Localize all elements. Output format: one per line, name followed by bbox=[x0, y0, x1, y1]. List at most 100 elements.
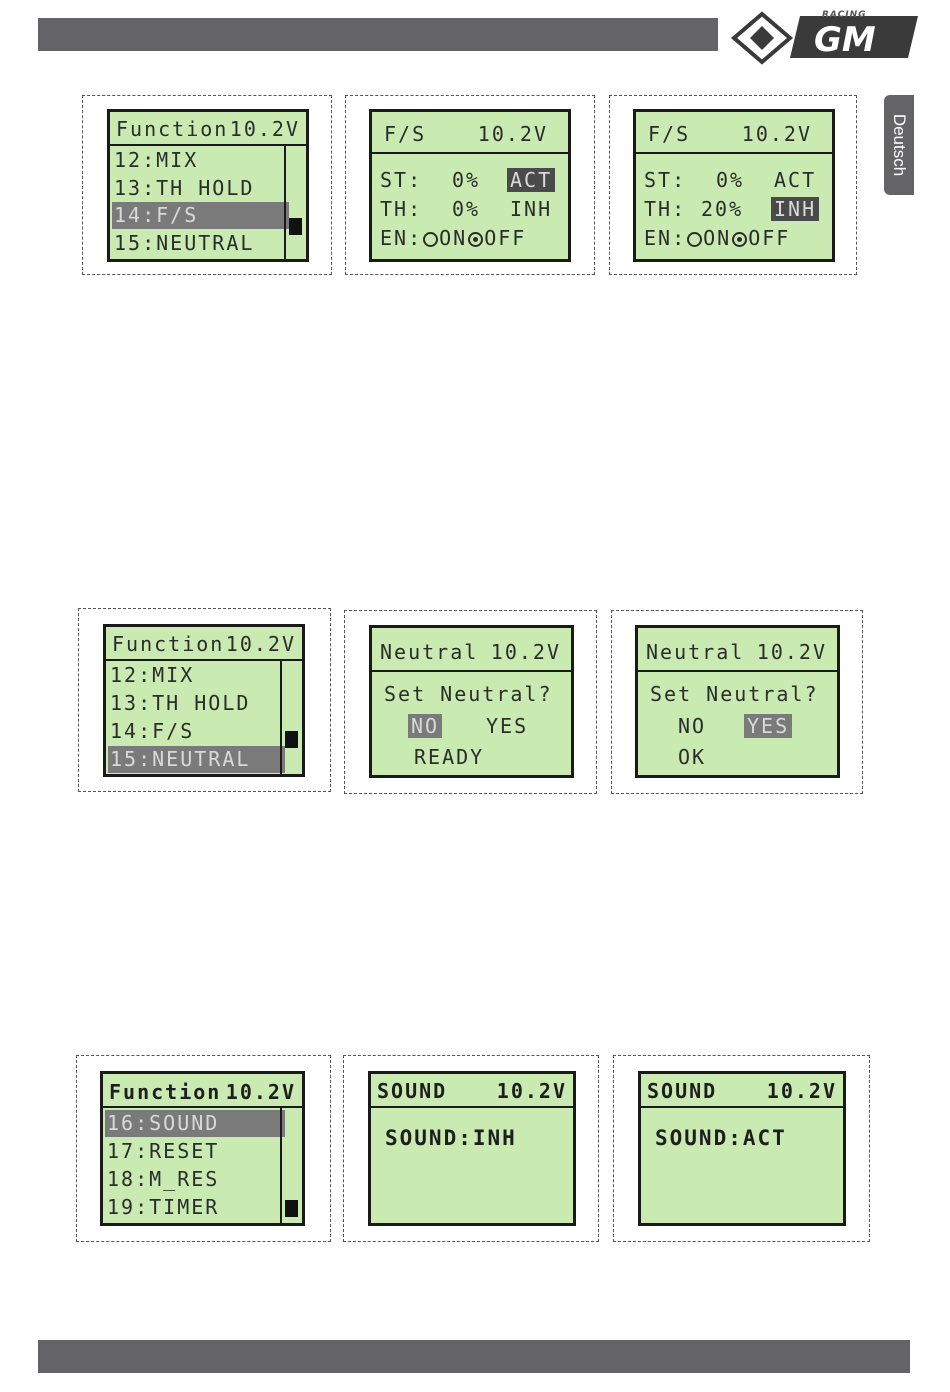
neutral-screen-a: Neutral 10.2V Set Neutral? NO YES READY bbox=[369, 625, 574, 778]
header-bar bbox=[38, 18, 718, 51]
fs-screen-a: F/S 10.2V ST: 0% ACT TH: 0% INH EN: ON OFF bbox=[369, 109, 571, 262]
menu-item[interactable]: 19:TIMER bbox=[107, 1195, 220, 1219]
th-state-value[interactable]: INH bbox=[771, 197, 820, 221]
yes-option[interactable]: YES bbox=[744, 714, 793, 738]
st-state[interactable]: ACT bbox=[774, 168, 817, 192]
th-value[interactable]: 0% bbox=[452, 197, 481, 221]
menu-item[interactable]: 14:F/S bbox=[110, 719, 195, 743]
sound-setting[interactable]: SOUND:ACT bbox=[655, 1126, 787, 1150]
row2-menu-frame bbox=[78, 608, 331, 792]
radio-on-icon[interactable] bbox=[423, 232, 439, 247]
language-tab-label: Deutsch bbox=[890, 113, 909, 177]
yes-option-selected[interactable]: YES bbox=[744, 714, 793, 738]
set-neutral-question: Set Neutral? bbox=[650, 682, 819, 706]
th-state[interactable]: INH bbox=[771, 197, 820, 221]
battery-voltage: 10.2V bbox=[756, 640, 827, 664]
language-tab[interactable]: Deutsch bbox=[884, 95, 914, 195]
battery-voltage: 10.2V bbox=[766, 1079, 837, 1103]
screen-title: Neutral bbox=[380, 640, 479, 664]
st-row: ST: bbox=[380, 168, 422, 192]
on-label: ON bbox=[439, 226, 468, 250]
row1-fs-a-frame bbox=[345, 95, 595, 275]
menu-item[interactable]: 12:MIX bbox=[114, 148, 199, 172]
st-label: ST: bbox=[644, 168, 687, 192]
st-state-value[interactable]: ACT bbox=[507, 168, 556, 192]
row3-menu-frame bbox=[76, 1055, 331, 1242]
screen-title: F/S bbox=[384, 122, 427, 146]
st-value[interactable]: 0% bbox=[452, 168, 481, 192]
status-text: READY bbox=[414, 745, 485, 769]
radio-on-icon[interactable] bbox=[687, 232, 703, 247]
screen-header: F/S 10.2V bbox=[372, 112, 568, 154]
scrollbar-thumb[interactable] bbox=[285, 1200, 298, 1217]
row3-menu-screen: Function 10.2V 16:SOUND 17:RESET 18:M_RE… bbox=[100, 1071, 305, 1226]
th-value[interactable]: 20% bbox=[701, 197, 744, 221]
screen-title: SOUND bbox=[377, 1079, 448, 1103]
set-neutral-question: Set Neutral? bbox=[384, 682, 553, 706]
menu-item-selected[interactable]: 14:F/S bbox=[112, 202, 289, 229]
th-label: TH: bbox=[380, 197, 423, 221]
yes-option[interactable]: YES bbox=[486, 714, 529, 738]
screen-title: Neutral bbox=[646, 640, 745, 664]
en-label: EN: bbox=[380, 226, 423, 250]
battery-voltage: 10.2V bbox=[229, 117, 300, 141]
row3-sound-b-frame bbox=[613, 1055, 870, 1242]
logo-tagline: RACING bbox=[822, 10, 867, 20]
scrollbar[interactable] bbox=[280, 1106, 302, 1223]
screen-header: SOUND 10.2V bbox=[371, 1074, 573, 1108]
screen-header: SOUND 10.2V bbox=[641, 1074, 843, 1108]
th-state[interactable]: INH bbox=[510, 197, 553, 221]
screen-title: SOUND bbox=[647, 1079, 718, 1103]
battery-voltage: 10.2V bbox=[496, 1079, 567, 1103]
no-option-selected[interactable]: NO bbox=[408, 714, 443, 738]
menu-item[interactable]: 17:RESET bbox=[107, 1139, 220, 1163]
scrollbar[interactable] bbox=[280, 659, 302, 774]
footer-bar bbox=[38, 1340, 910, 1373]
sound-screen-a: SOUND 10.2V SOUND:INH bbox=[368, 1071, 576, 1226]
menu-item[interactable]: 18:M_RES bbox=[107, 1167, 220, 1191]
battery-voltage: 10.2V bbox=[741, 122, 812, 146]
screen-title: F/S bbox=[648, 122, 691, 146]
sound-setting[interactable]: SOUND:INH bbox=[385, 1126, 517, 1150]
screen-title: Function bbox=[116, 117, 229, 141]
menu-item[interactable]: 13:TH HOLD bbox=[114, 176, 255, 200]
gm-racing-logo: GM RACING bbox=[730, 8, 920, 68]
row1-fs-b-frame bbox=[609, 95, 857, 275]
row2-neutral-a-frame bbox=[344, 610, 597, 794]
menu-item[interactable]: 12:MIX bbox=[110, 663, 195, 687]
menu-item-selected[interactable]: 15:NEUTRAL bbox=[108, 746, 285, 773]
menu-item-selected[interactable]: 16:SOUND bbox=[105, 1110, 285, 1137]
menu-item[interactable]: 15:NEUTRAL bbox=[114, 231, 255, 255]
on-label: ON bbox=[703, 226, 732, 250]
no-option[interactable]: NO bbox=[678, 714, 707, 738]
screen-header: F/S 10.2V bbox=[636, 112, 832, 154]
scrollbar-thumb[interactable] bbox=[289, 218, 302, 235]
screen-title: Function bbox=[109, 1080, 222, 1104]
radio-off-selected-icon[interactable] bbox=[732, 232, 748, 247]
row2-neutral-b-frame bbox=[611, 610, 863, 794]
screen-header: Function 10.2V bbox=[103, 1074, 302, 1108]
no-option[interactable]: NO bbox=[408, 714, 443, 738]
row2-menu-screen: Function 10.2V 12:MIX 13:TH HOLD 14:F/S … bbox=[103, 624, 305, 777]
menu-item[interactable]: 13:TH HOLD bbox=[110, 691, 251, 715]
battery-voltage: 10.2V bbox=[490, 640, 561, 664]
scrollbar[interactable] bbox=[284, 144, 306, 259]
off-label: OFF bbox=[484, 226, 527, 250]
screen-header: Function 10.2V bbox=[106, 627, 302, 661]
row1-menu-frame bbox=[82, 95, 332, 275]
st-value[interactable]: 0% bbox=[716, 168, 745, 192]
st-state[interactable]: ACT bbox=[507, 168, 556, 192]
battery-voltage: 10.2V bbox=[225, 1080, 296, 1104]
scrollbar-thumb[interactable] bbox=[285, 731, 298, 748]
screen-header: Function 10.2V bbox=[110, 112, 306, 146]
radio-off-selected-icon[interactable] bbox=[468, 232, 484, 247]
neutral-screen-b: Neutral 10.2V Set Neutral? NO YES OK bbox=[635, 625, 840, 778]
st-label: ST: bbox=[380, 168, 423, 192]
battery-voltage: 10.2V bbox=[225, 632, 296, 656]
screen-title: Function bbox=[112, 632, 225, 656]
row1-menu-screen: Function 10.2V 12:MIX 13:TH HOLD 14:F/S … bbox=[107, 109, 309, 262]
screen-header: Neutral 10.2V bbox=[638, 628, 837, 672]
status-text: OK bbox=[678, 745, 707, 769]
